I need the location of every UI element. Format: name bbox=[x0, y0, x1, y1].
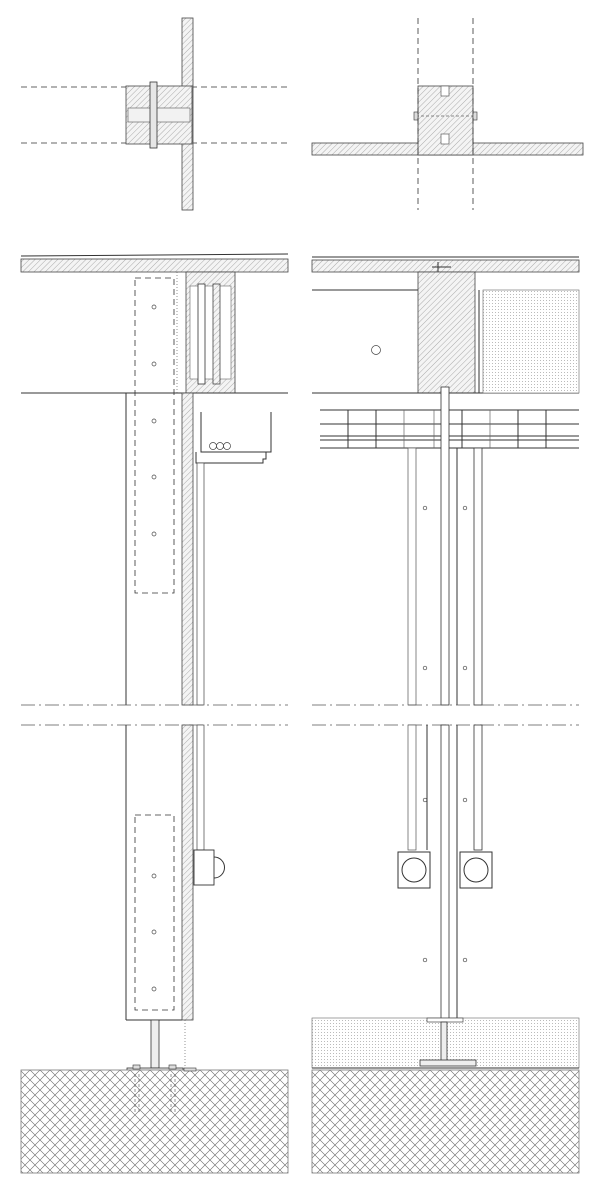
concrete-ground bbox=[20, 1069, 289, 1174]
socket-outlet-icon bbox=[459, 851, 493, 889]
base-plate bbox=[419, 1059, 477, 1067]
socket-outlet-icon bbox=[397, 851, 431, 889]
ceiling-slab bbox=[20, 258, 289, 273]
embedded-plate-outline bbox=[134, 277, 175, 594]
center-post bbox=[440, 724, 450, 1066]
beam-column bbox=[417, 271, 476, 394]
rail-profile bbox=[185, 271, 236, 394]
conduit-pipe bbox=[196, 462, 205, 706]
anchor-points bbox=[151, 304, 157, 537]
socket-box-icon bbox=[193, 849, 225, 886]
post-block bbox=[417, 85, 474, 156]
railing-grid bbox=[320, 409, 579, 449]
plan-detail-right bbox=[311, 18, 584, 210]
section-right bbox=[311, 256, 580, 1174]
conduit-pipe bbox=[196, 724, 205, 851]
post-stem bbox=[150, 1019, 160, 1069]
post-left bbox=[407, 447, 417, 706]
bolt-icon bbox=[149, 81, 158, 149]
wall-section bbox=[181, 392, 194, 706]
section-left bbox=[20, 253, 289, 1174]
post-right bbox=[473, 447, 483, 706]
wall-section bbox=[181, 724, 194, 1021]
embedded-plate-outline bbox=[134, 814, 175, 1011]
plan-detail-left bbox=[21, 17, 288, 211]
center-post bbox=[440, 386, 450, 706]
cable-tray bbox=[195, 412, 272, 464]
concrete-ground bbox=[311, 1069, 580, 1174]
insulation-panel bbox=[482, 289, 580, 394]
ceiling-slab bbox=[311, 259, 580, 273]
